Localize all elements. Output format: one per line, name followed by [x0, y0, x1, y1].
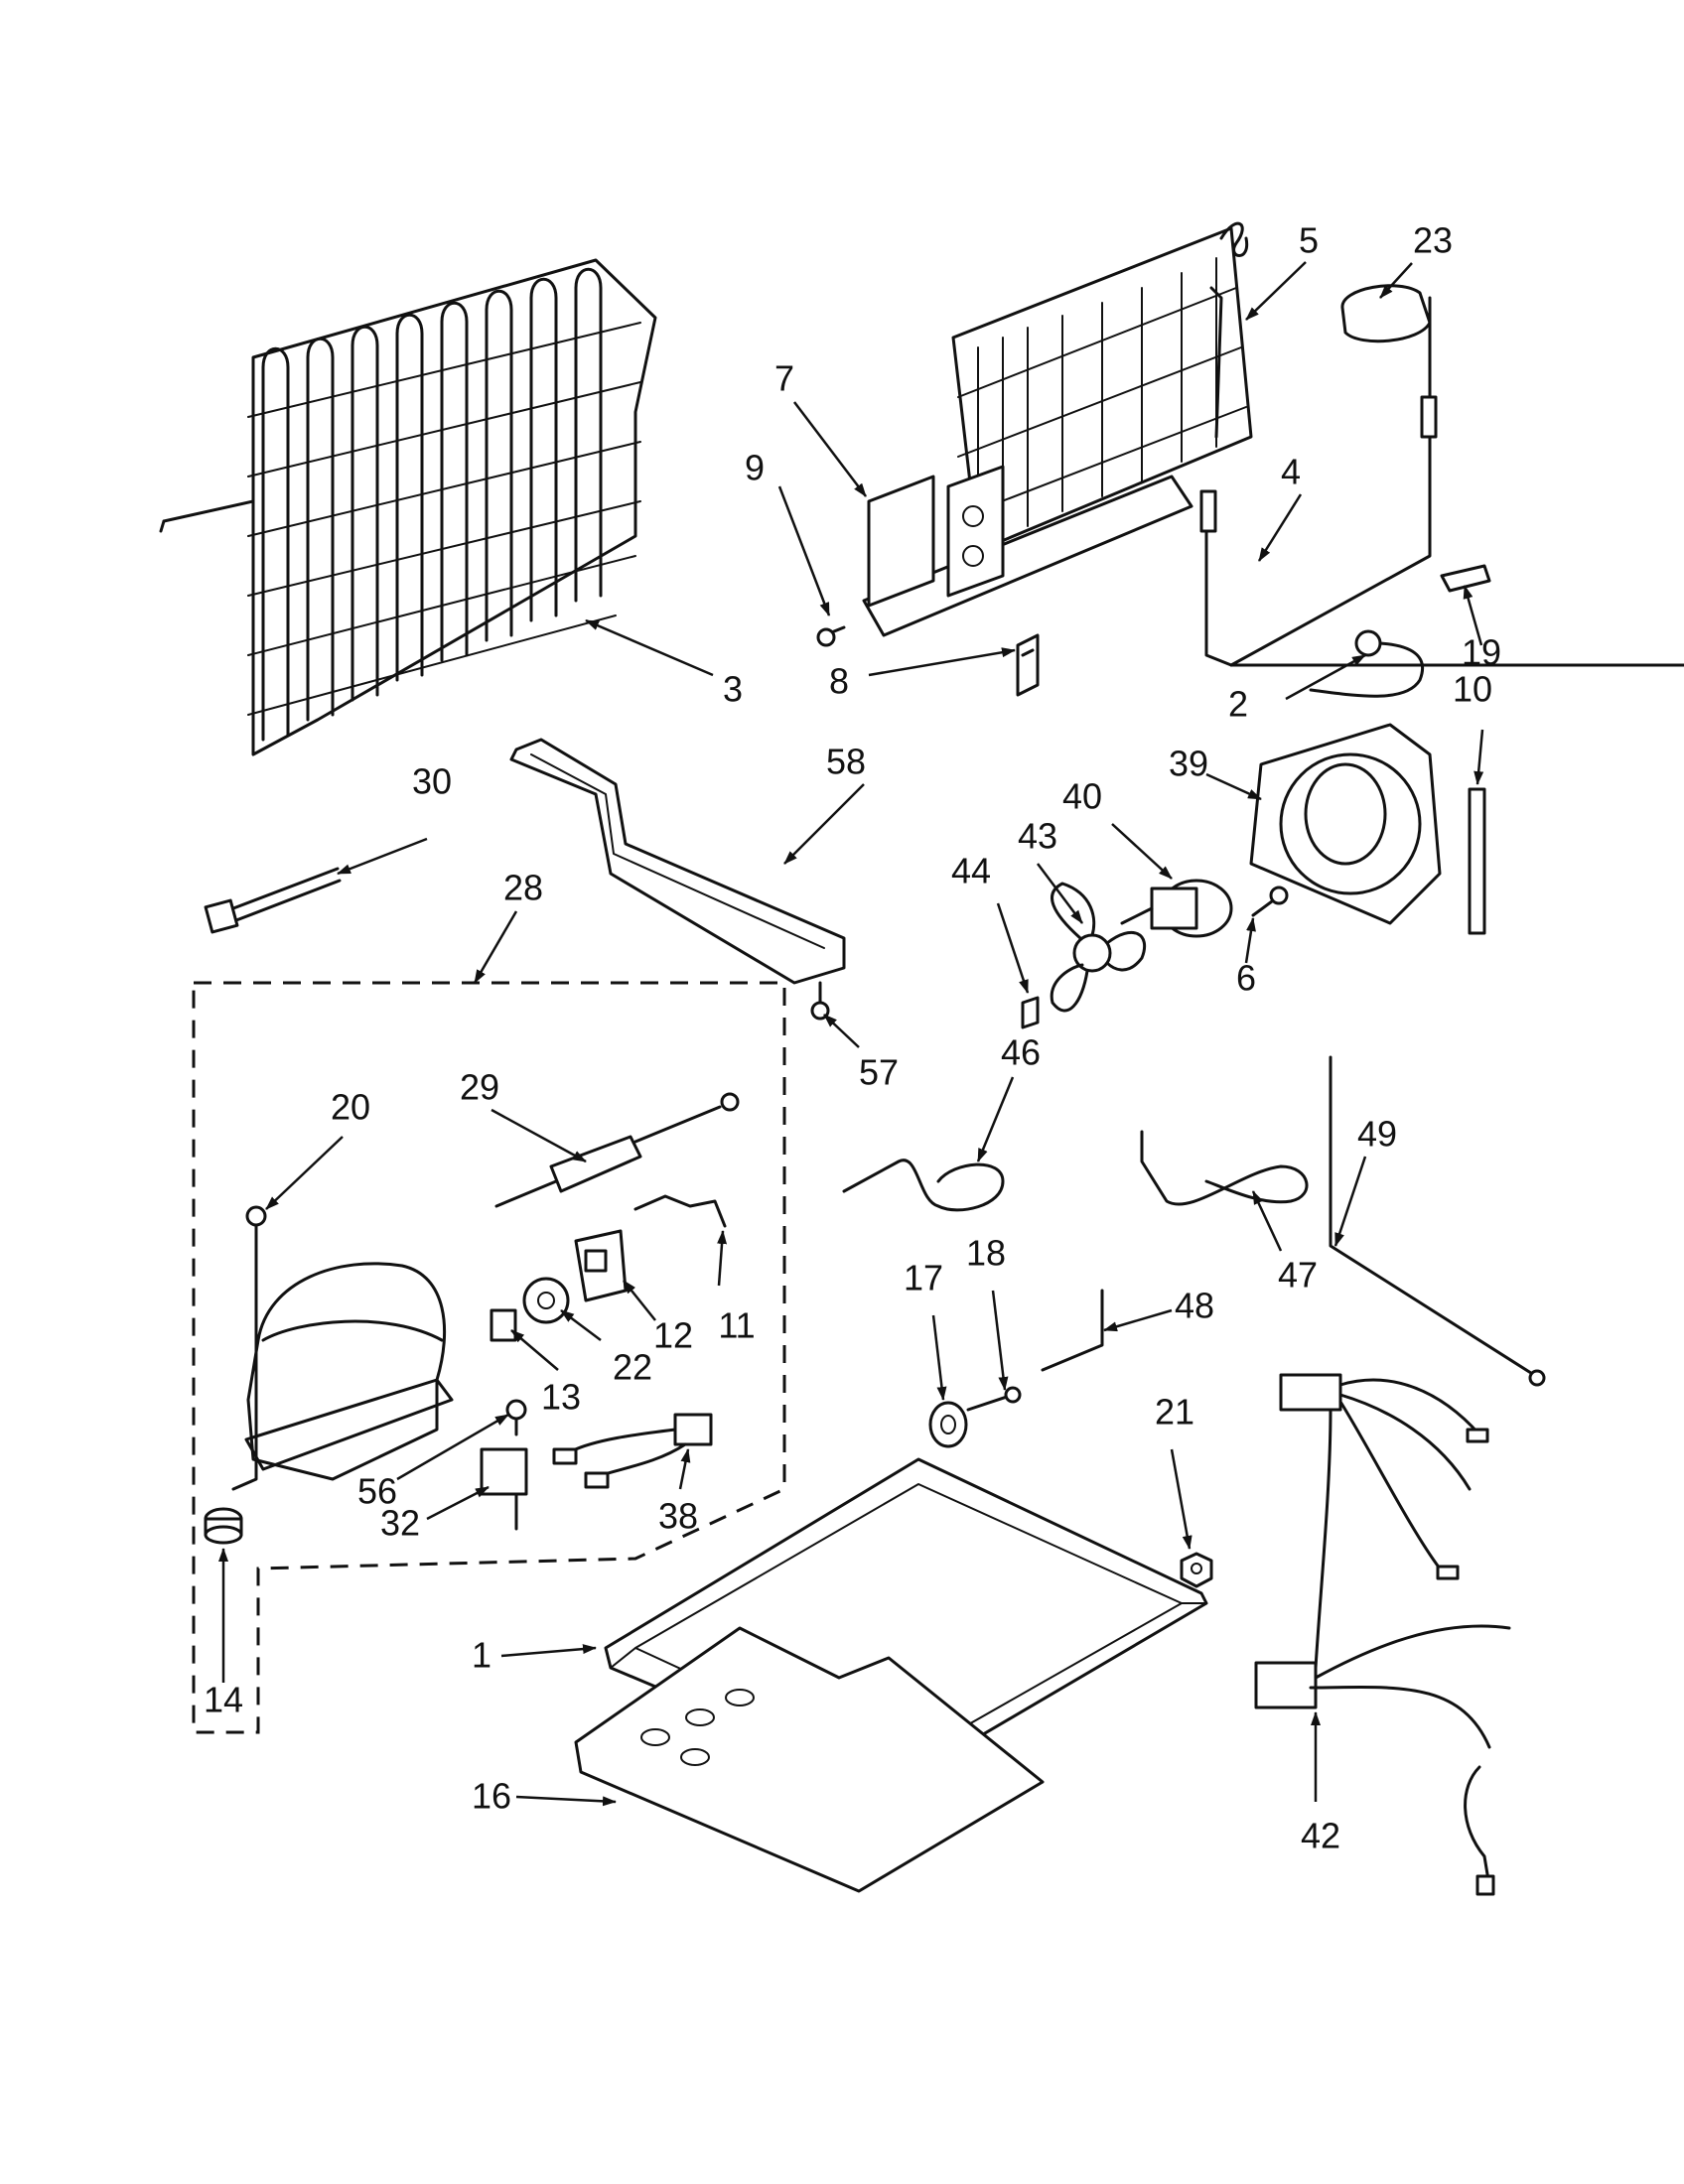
- fan-blade: [1050, 882, 1147, 1013]
- strip-part-10: [1468, 787, 1486, 935]
- callout-18: 18: [966, 1233, 1006, 1274]
- roller-part-17: [928, 1401, 968, 1448]
- screw-part-20: [245, 1205, 267, 1293]
- evaporator-assembly: [862, 221, 1253, 637]
- callout-labels: 3 5 23 7 9 8 4 2 19 10 39 58 40 43 44 30…: [204, 220, 1501, 1856]
- callout-28: 28: [503, 868, 543, 908]
- callout-42: 42: [1301, 1816, 1340, 1856]
- callout-32: 32: [380, 1503, 420, 1544]
- filter-drier: [494, 1092, 740, 1208]
- callout-29: 29: [460, 1067, 499, 1108]
- screw-part-56: [505, 1399, 527, 1436]
- defrost-thermostat: [1309, 629, 1424, 698]
- compressor-kit-group: [192, 981, 786, 1734]
- pin-part-18: [966, 1386, 1022, 1412]
- callout-23: 23: [1413, 220, 1453, 261]
- defrost-heater-wire: [1199, 296, 1684, 667]
- fan-motor: [1120, 879, 1233, 938]
- bottom-plate: [574, 1626, 1045, 1893]
- callout-40: 40: [1062, 776, 1102, 817]
- callout-57: 57: [859, 1052, 899, 1093]
- callout-21: 21: [1155, 1392, 1194, 1433]
- tube-part-49: [1329, 1055, 1536, 1377]
- callout-22: 22: [613, 1347, 652, 1388]
- wire-harness: [1254, 1373, 1511, 1896]
- tube-part-48: [1041, 1289, 1104, 1372]
- capacitor-part-32: [480, 1447, 528, 1531]
- screw-part-6: [1251, 886, 1289, 917]
- callout-46: 46: [1001, 1032, 1041, 1073]
- callout-47: 47: [1278, 1255, 1318, 1296]
- callout-14: 14: [204, 1680, 243, 1720]
- callout-17: 17: [904, 1258, 943, 1298]
- callout-48: 48: [1175, 1286, 1214, 1326]
- connector-part-13: [490, 1308, 517, 1342]
- callout-3: 3: [723, 669, 743, 710]
- wire-part-11: [633, 1194, 727, 1228]
- callout-19: 19: [1462, 632, 1501, 673]
- callout-44: 44: [951, 851, 991, 891]
- condenser-coil: [159, 258, 657, 756]
- callout-2: 2: [1228, 684, 1248, 725]
- cable-tie: [204, 867, 342, 934]
- screw-part-57: [810, 981, 830, 1021]
- clip-part-8: [1016, 633, 1040, 697]
- callout-49: 49: [1357, 1114, 1397, 1155]
- callout-58: 58: [826, 742, 866, 782]
- fan-shroud: [1249, 723, 1442, 925]
- cap-part-23: [1340, 284, 1432, 343]
- relay-part-12: [574, 1229, 628, 1302]
- clip-part-19: [1440, 564, 1491, 593]
- clip-part-44: [1021, 996, 1040, 1029]
- callout-1: 1: [472, 1635, 491, 1676]
- drain-trough: [509, 738, 846, 985]
- callout-11: 11: [718, 1305, 755, 1346]
- harness-part-38: [552, 1413, 713, 1489]
- callout-4: 4: [1281, 452, 1301, 492]
- evaporator-bracket: [867, 475, 935, 608]
- callout-12: 12: [653, 1315, 693, 1356]
- tube-part-46: [842, 1159, 1005, 1212]
- callout-13: 13: [541, 1377, 581, 1418]
- tube-part-47: [1140, 1130, 1309, 1206]
- nut-part-21: [1180, 1552, 1213, 1588]
- callout-5: 5: [1299, 220, 1319, 261]
- callout-38: 38: [658, 1496, 698, 1537]
- compressor: [231, 1262, 454, 1491]
- grommet-part-14: [204, 1507, 243, 1545]
- callout-43: 43: [1018, 816, 1057, 857]
- overload-part-22: [522, 1277, 570, 1324]
- callout-10: 10: [1453, 669, 1492, 710]
- callout-20: 20: [331, 1087, 370, 1128]
- callout-6: 6: [1236, 958, 1256, 999]
- callout-8: 8: [829, 661, 849, 702]
- callout-16: 16: [472, 1776, 511, 1817]
- callout-9: 9: [745, 448, 765, 488]
- callout-30: 30: [412, 761, 452, 802]
- callout-39: 39: [1169, 744, 1208, 784]
- leader-lines: [218, 261, 1484, 1807]
- callout-56: 56: [357, 1471, 397, 1512]
- callout-7: 7: [774, 358, 794, 399]
- screw-part-9: [816, 625, 846, 647]
